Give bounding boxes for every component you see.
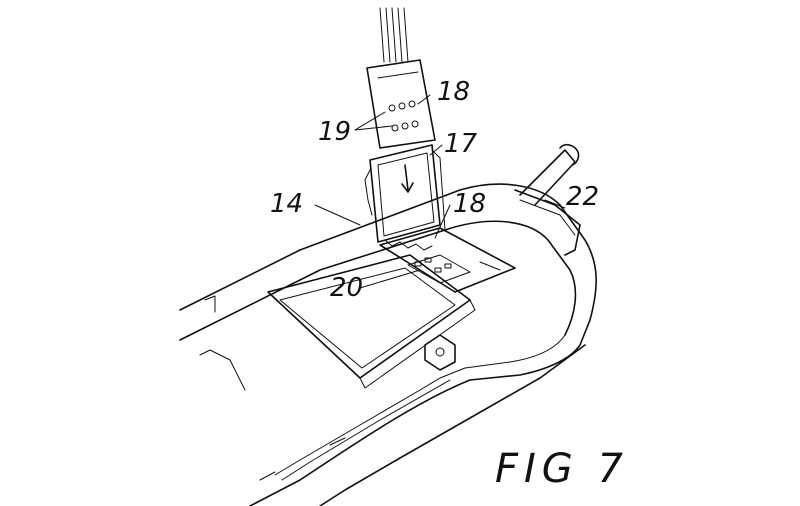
phone-housing	[179, 183, 597, 506]
label-18-mid: 18	[453, 189, 486, 219]
flex-connector	[366, 7, 436, 149]
leader-lines	[314, 94, 566, 289]
side-button	[424, 334, 456, 371]
label-14: 14	[270, 189, 303, 219]
antenna-22	[514, 143, 581, 256]
battery-cover	[267, 254, 476, 389]
label-18-top: 18	[437, 77, 470, 107]
figure-caption: FIG 7	[495, 446, 629, 492]
label-19: 19	[318, 117, 351, 147]
label-22: 22	[566, 182, 599, 212]
sim-holder	[379, 227, 516, 293]
label-17: 17	[444, 129, 478, 159]
label-20: 20	[330, 273, 363, 303]
card-holder-17	[364, 144, 446, 243]
